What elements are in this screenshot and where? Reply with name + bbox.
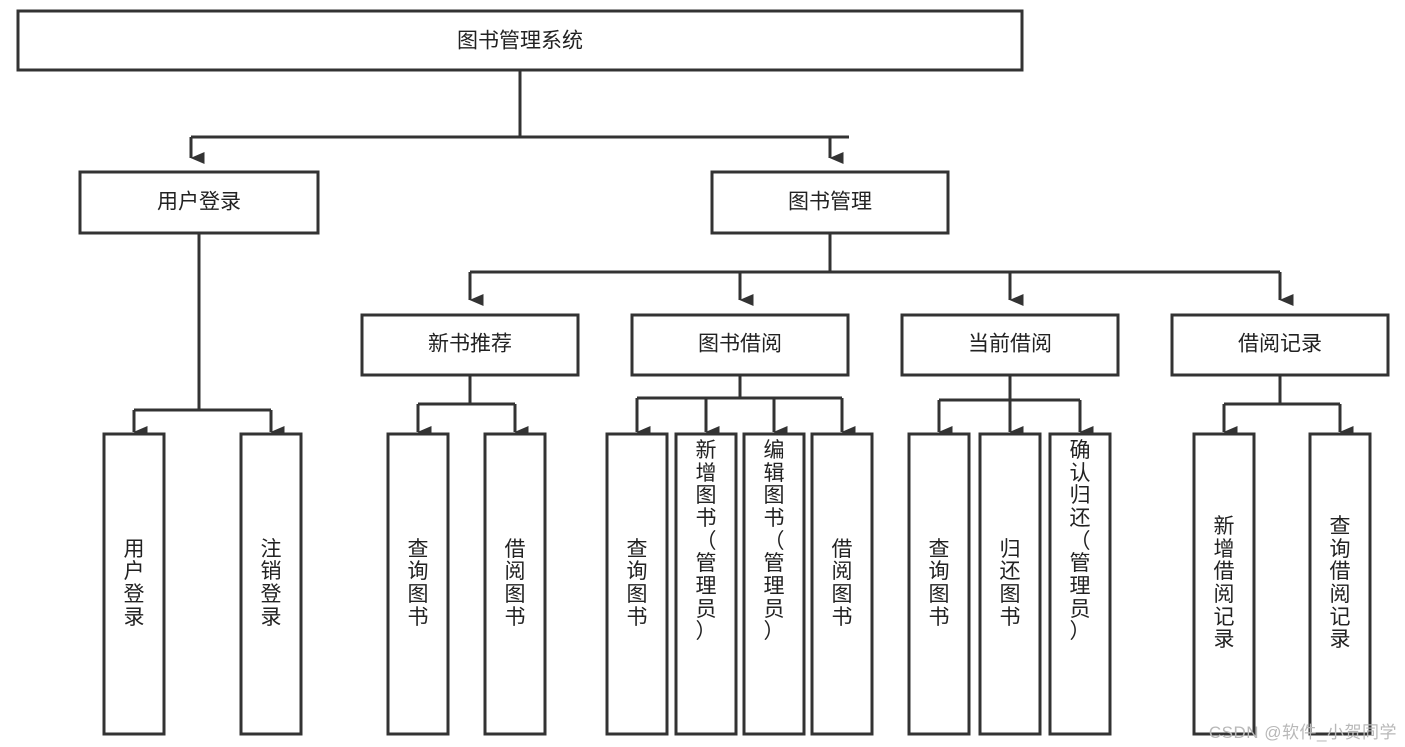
node-leaf-query-book-2[interactable] [605, 432, 669, 736]
node-leaf-query-book-1[interactable] [386, 432, 450, 736]
node-leaf-query-book-3[interactable] [907, 432, 971, 736]
nodes-layer: 图书管理系统 用户登录 图书管理 新书推荐 图书借阅 当前借阅 借阅记录 [16, 9, 1390, 736]
node-book-borrow[interactable] [630, 313, 850, 377]
node-current-borrow-label: 当前借阅 [968, 333, 1052, 356]
node-current-borrow[interactable] [900, 313, 1120, 377]
node-leaf-add-borrow-record[interactable] [1192, 432, 1256, 736]
node-root-label: 图书管理系统 [457, 30, 583, 53]
node-leaf-borrow-book-2[interactable] [810, 432, 874, 736]
node-leaf-query-borrow-record[interactable] [1308, 432, 1372, 736]
connectors-layer [132, 70, 1354, 438]
node-book-manage[interactable] [710, 170, 950, 235]
node-leaf-edit-book[interactable] [742, 432, 806, 736]
node-new-book-recommend[interactable] [360, 313, 580, 377]
node-book-manage-label: 图书管理 [788, 191, 872, 214]
node-root[interactable] [16, 9, 1024, 72]
node-new-book-recommend-label: 新书推荐 [428, 333, 512, 356]
node-leaf-confirm-return[interactable] [1048, 432, 1112, 736]
node-user-login[interactable] [78, 170, 320, 235]
node-user-login-label: 用户登录 [157, 191, 241, 214]
node-leaf-logout-login[interactable] [239, 432, 303, 736]
node-leaf-add-book[interactable] [674, 432, 738, 736]
csdn-watermark: CSDN @软件_小贺同学 [1208, 723, 1397, 742]
node-leaf-return-book[interactable] [978, 432, 1042, 736]
node-borrow-record[interactable] [1170, 313, 1390, 377]
node-leaf-borrow-book-1[interactable] [483, 432, 547, 736]
node-book-borrow-label: 图书借阅 [698, 333, 782, 356]
node-leaf-user-login[interactable] [102, 432, 166, 736]
node-borrow-record-label: 借阅记录 [1238, 333, 1322, 356]
